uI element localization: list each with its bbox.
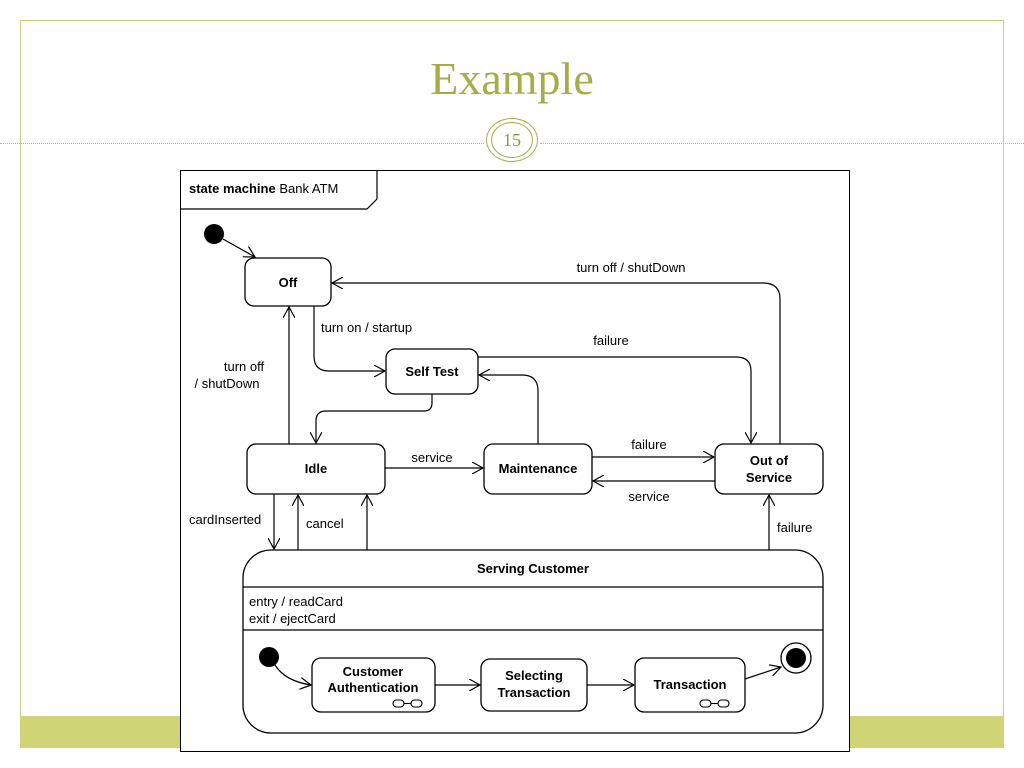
label-failure-selftest: failure [593,333,628,348]
label-turn-on: turn on / startup [321,320,412,335]
label-card-inserted: cardInserted [189,512,261,527]
transition-off-to-selftest [313,306,385,371]
frame-label: state machine Bank ATM [189,181,338,196]
state-serving-label: Serving Customer [477,561,589,576]
state-idle-label: Idle [305,461,327,476]
label-turn-off-idle-line1: turn off [224,359,265,374]
page-number-badge: 15 [486,118,538,162]
label-service-idle: service [411,450,452,465]
initial-transition [222,238,255,257]
final-state [780,642,812,674]
transition-maintenance-to-selftest [479,375,539,444]
label-failure-maint: failure [631,437,666,452]
state-out-of-service: Out of Service [714,443,824,495]
state-maintenance: Maintenance [483,443,593,495]
transaction-to-final [744,667,781,680]
state-serving-customer: Serving Customer entry / readCard exit /… [242,549,824,734]
page-number: 15 [491,122,533,158]
label-failure-serving: failure [777,520,812,535]
state-oos-label-line2: Service [746,470,792,485]
exit-action: exit / ejectCard [249,611,336,626]
state-off-label: Off [279,275,298,290]
state-oos-label-line1: Out of [750,453,789,468]
frame-tab-outline [181,171,378,210]
label-turn-off-top: turn off / shutDown [577,260,686,275]
title-divider-left [0,143,484,144]
state-transaction: Transaction [634,657,746,713]
label-service-oos: service [628,489,669,504]
diagram-canvas: state machine Bank ATM Off Self Test Idl… [181,171,824,734]
transaction-label: Transaction [654,677,727,692]
slide-title: Example [430,53,594,104]
selecting-label-line1: Selecting [505,668,563,683]
title-divider-right [540,143,1024,144]
footer-bar-right [845,716,1004,748]
state-idle: Idle [246,443,386,495]
frame-label-tab: state machine Bank ATM [181,171,378,210]
transition-selftest-to-idle [316,394,433,443]
label-cancel: cancel [306,516,344,531]
inner-initial-dot [259,647,279,667]
initial-state-dot [204,224,224,244]
transition-selftest-to-oos [478,356,751,443]
selecting-label-line2: Transaction [498,685,571,700]
state-self-test: Self Test [385,348,479,395]
transition-oos-to-off [332,283,781,444]
state-selecting-transaction: Selecting Transaction [480,658,588,712]
submachine-icon [699,699,730,708]
state-self-test-label: Self Test [405,364,459,379]
state-customer-authentication: Customer Authentication [311,657,436,713]
state-machine-diagram: state machine Bank ATM Off Self Test Idl… [180,170,850,752]
submachine-icon [392,699,423,708]
inner-initial-transition [274,664,311,685]
customer-auth-label-line2: Authentication [328,680,419,695]
footer-bar-left [20,716,185,748]
entry-action: entry / readCard [249,594,343,609]
label-turn-off-idle-line2: / shutDown [194,376,259,391]
state-maintenance-label: Maintenance [499,461,578,476]
customer-auth-label-line1: Customer [343,664,404,679]
state-off: Off [244,257,332,307]
